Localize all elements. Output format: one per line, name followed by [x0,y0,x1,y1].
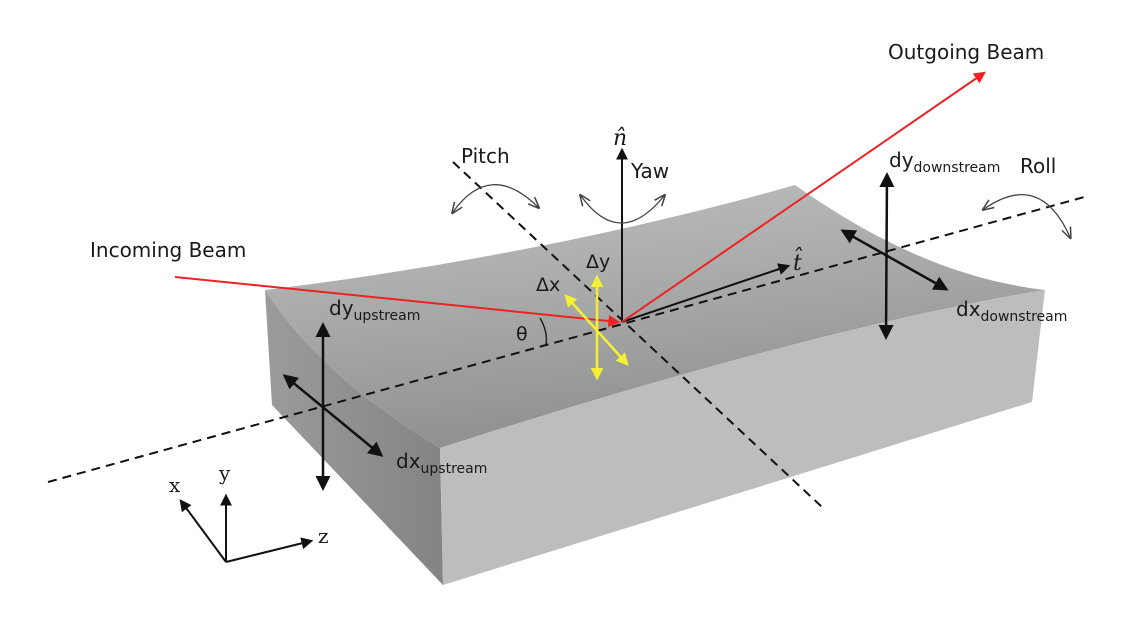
dx-upstream-arrow [282,374,384,457]
pitch-rotation-arrow-icon [453,184,538,212]
incoming-beam-label: Incoming Beam [90,238,246,262]
z-axis-arrow [225,537,314,563]
dx-downstream-label: dxdownstream [956,297,1067,325]
x-axis-arrow [179,499,227,563]
x-axis-label: x [169,473,181,497]
delta-x-label: Δx [536,274,560,296]
coordinate-triad: x y z [169,461,329,563]
theta-angle-arc [539,317,548,345]
yaw-label: Yaw [630,159,669,183]
dx-downstream-arrow [840,229,949,291]
mirror-block [265,185,1045,585]
roll-rotation-arrow-icon [984,194,1070,237]
y-axis-label: y [218,461,231,485]
dy-downstream-label: dydownstream [889,148,1000,176]
roll-label: Roll [1020,154,1056,178]
outgoing-beam-line [621,71,986,323]
tangent-vector-arrow [621,263,791,323]
pitch-label: Pitch [461,144,510,168]
z-axis-label: z [318,524,329,548]
pitch-axis-dashed-line [452,161,823,508]
delta-x-arrow [564,294,629,366]
outgoing-beam-label: Outgoing Beam [888,40,1044,64]
theta-label: θ [516,323,528,345]
dy-upstream-label: dyupstream [329,296,420,324]
mirror-front-face [440,290,1045,585]
delta-y-label: Δy [586,251,610,273]
normal-vector-label: n̂ [613,126,627,151]
yaw-rotation-arrow-icon [581,196,664,224]
incoming-beam-line [174,276,621,327]
dx-upstream-label: dxupstream [396,449,487,477]
tangent-vector-label: t̂ [793,247,803,276]
